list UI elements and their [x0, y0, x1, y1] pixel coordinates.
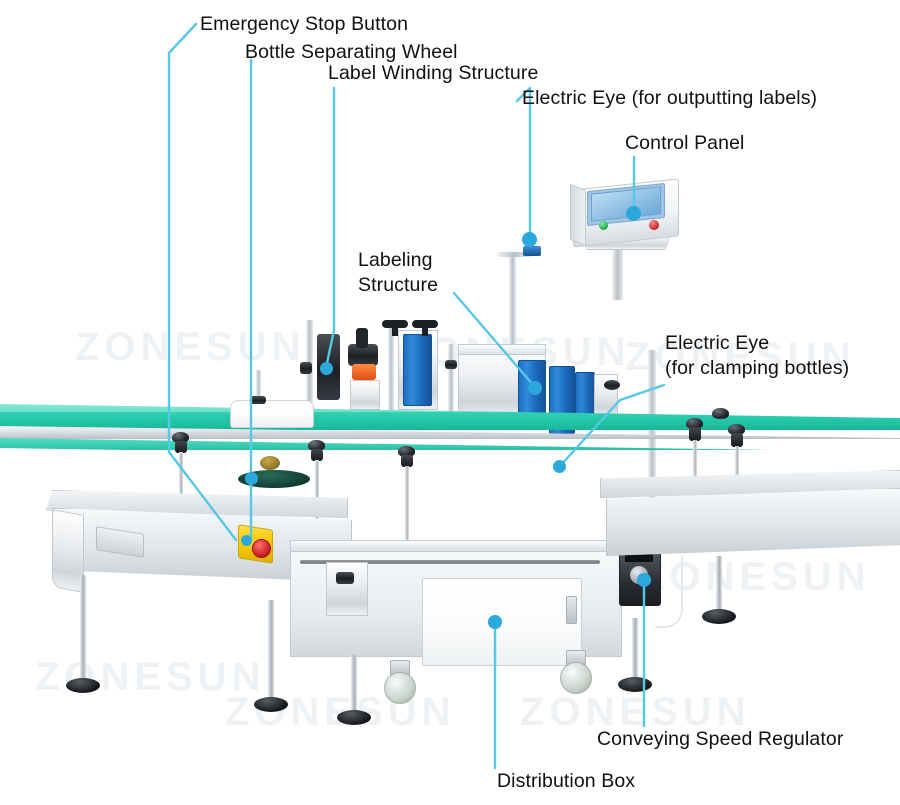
leader-labeling-structure [452, 291, 536, 388]
clamping-roller-cap [604, 380, 620, 390]
winding-bracket [300, 362, 312, 374]
adjustable-foot-stem [716, 556, 722, 612]
electric-eye-vertical-post [509, 254, 516, 374]
adjustable-foot-stem [632, 618, 638, 680]
junction-box-switch[interactable] [336, 572, 354, 584]
leader-dot-labeling-structure [528, 381, 542, 395]
control-panel-assembly [565, 176, 685, 300]
frame-dark-strip [300, 560, 600, 564]
bottle-separating-wheel-assembly [222, 370, 332, 500]
adjustable-foot-pad [702, 609, 736, 624]
leader-dot-bottle-separating-wheel [245, 472, 258, 485]
distribution-box[interactable] [422, 578, 582, 666]
callout-distribution-box: Distribution Box [497, 770, 636, 792]
speed-regulator-display [625, 554, 653, 562]
adjustable-foot-stem [268, 600, 274, 700]
leader-electric-eye-labels [515, 86, 532, 242]
emergency-stop-button[interactable] [252, 539, 271, 558]
label-winding-structure-assembly [300, 320, 500, 440]
emergency-stop-assembly[interactable] [238, 524, 274, 564]
adjustable-foot-stem [80, 575, 86, 681]
callout-electric-eye-clamping-bottles: Electric Eye (for clamping bottles) [665, 332, 850, 379]
callout-label-winding-structure: Label Winding Structure [328, 62, 539, 84]
leader-dot-distribution-box [488, 615, 502, 629]
button-red[interactable] [649, 220, 659, 230]
electrical-junction-box [326, 562, 368, 616]
t-knob-stem [392, 326, 398, 336]
leader-dot-electric-eye-bottles [553, 460, 566, 473]
winding-knob[interactable] [356, 328, 368, 348]
control-panel-pole [612, 240, 623, 300]
t-knob[interactable] [412, 320, 438, 328]
callout-labeling-structure: Labeling Structure [358, 249, 439, 296]
adjustable-foot-stem [351, 655, 357, 713]
callout-electric-eye-outputting-labels: Electric Eye (for outputting labels) [522, 87, 818, 109]
leader-emergency-stop [167, 22, 238, 542]
leader-label-winding-structure [324, 86, 336, 370]
regulator-cable [655, 556, 683, 628]
separating-wheel-hub [260, 456, 280, 470]
separating-wheel-housing [230, 400, 314, 428]
adjustable-foot-pad [66, 678, 100, 693]
winding-lower-mount [350, 380, 380, 410]
callout-bottle-separating-wheel: Bottle Separating Wheel [245, 41, 458, 63]
t-knob[interactable] [382, 320, 408, 328]
orange-roller-component [352, 364, 376, 380]
watermark: ZONESUN [625, 335, 856, 379]
leader-dot-control-panel [626, 206, 641, 221]
winding-support-rod [388, 324, 394, 420]
watermark: ZONESUN [75, 325, 306, 369]
leader-dot-emergency-stop [241, 535, 252, 546]
center-rod [448, 344, 454, 412]
separating-wheel-post [256, 370, 261, 406]
callout-conveying-speed-regulator: Conveying Speed Regulator [597, 728, 844, 750]
label-roll [403, 334, 432, 406]
t-knob-stem [422, 326, 428, 336]
adjustable-foot-pad [337, 710, 371, 725]
watermark: ZONESUN [520, 690, 751, 734]
leader-electric-eye-bottles [558, 383, 666, 468]
caster-wheel [384, 672, 416, 704]
separating-wheel-arm [250, 396, 266, 404]
electric-eye-sensor-head [523, 246, 541, 256]
winding-motor-head [348, 344, 378, 366]
leader-dot-label-winding-structure [320, 362, 333, 375]
indicator-light-green[interactable] [599, 221, 608, 230]
leader-dot-conveying-speed-regulator [637, 573, 651, 587]
callout-control-panel: Control Panel [625, 132, 745, 154]
caster-wheel [560, 662, 592, 694]
distribution-box-latch[interactable] [566, 596, 577, 624]
callout-emergency-stop-button: Emergency Stop Button [200, 13, 409, 35]
center-rod-clamp [445, 360, 457, 369]
leader-dot-electric-eye-labels [522, 232, 537, 247]
adjustable-foot-pad [254, 697, 288, 712]
electric-eye-cross-arm [497, 252, 531, 257]
